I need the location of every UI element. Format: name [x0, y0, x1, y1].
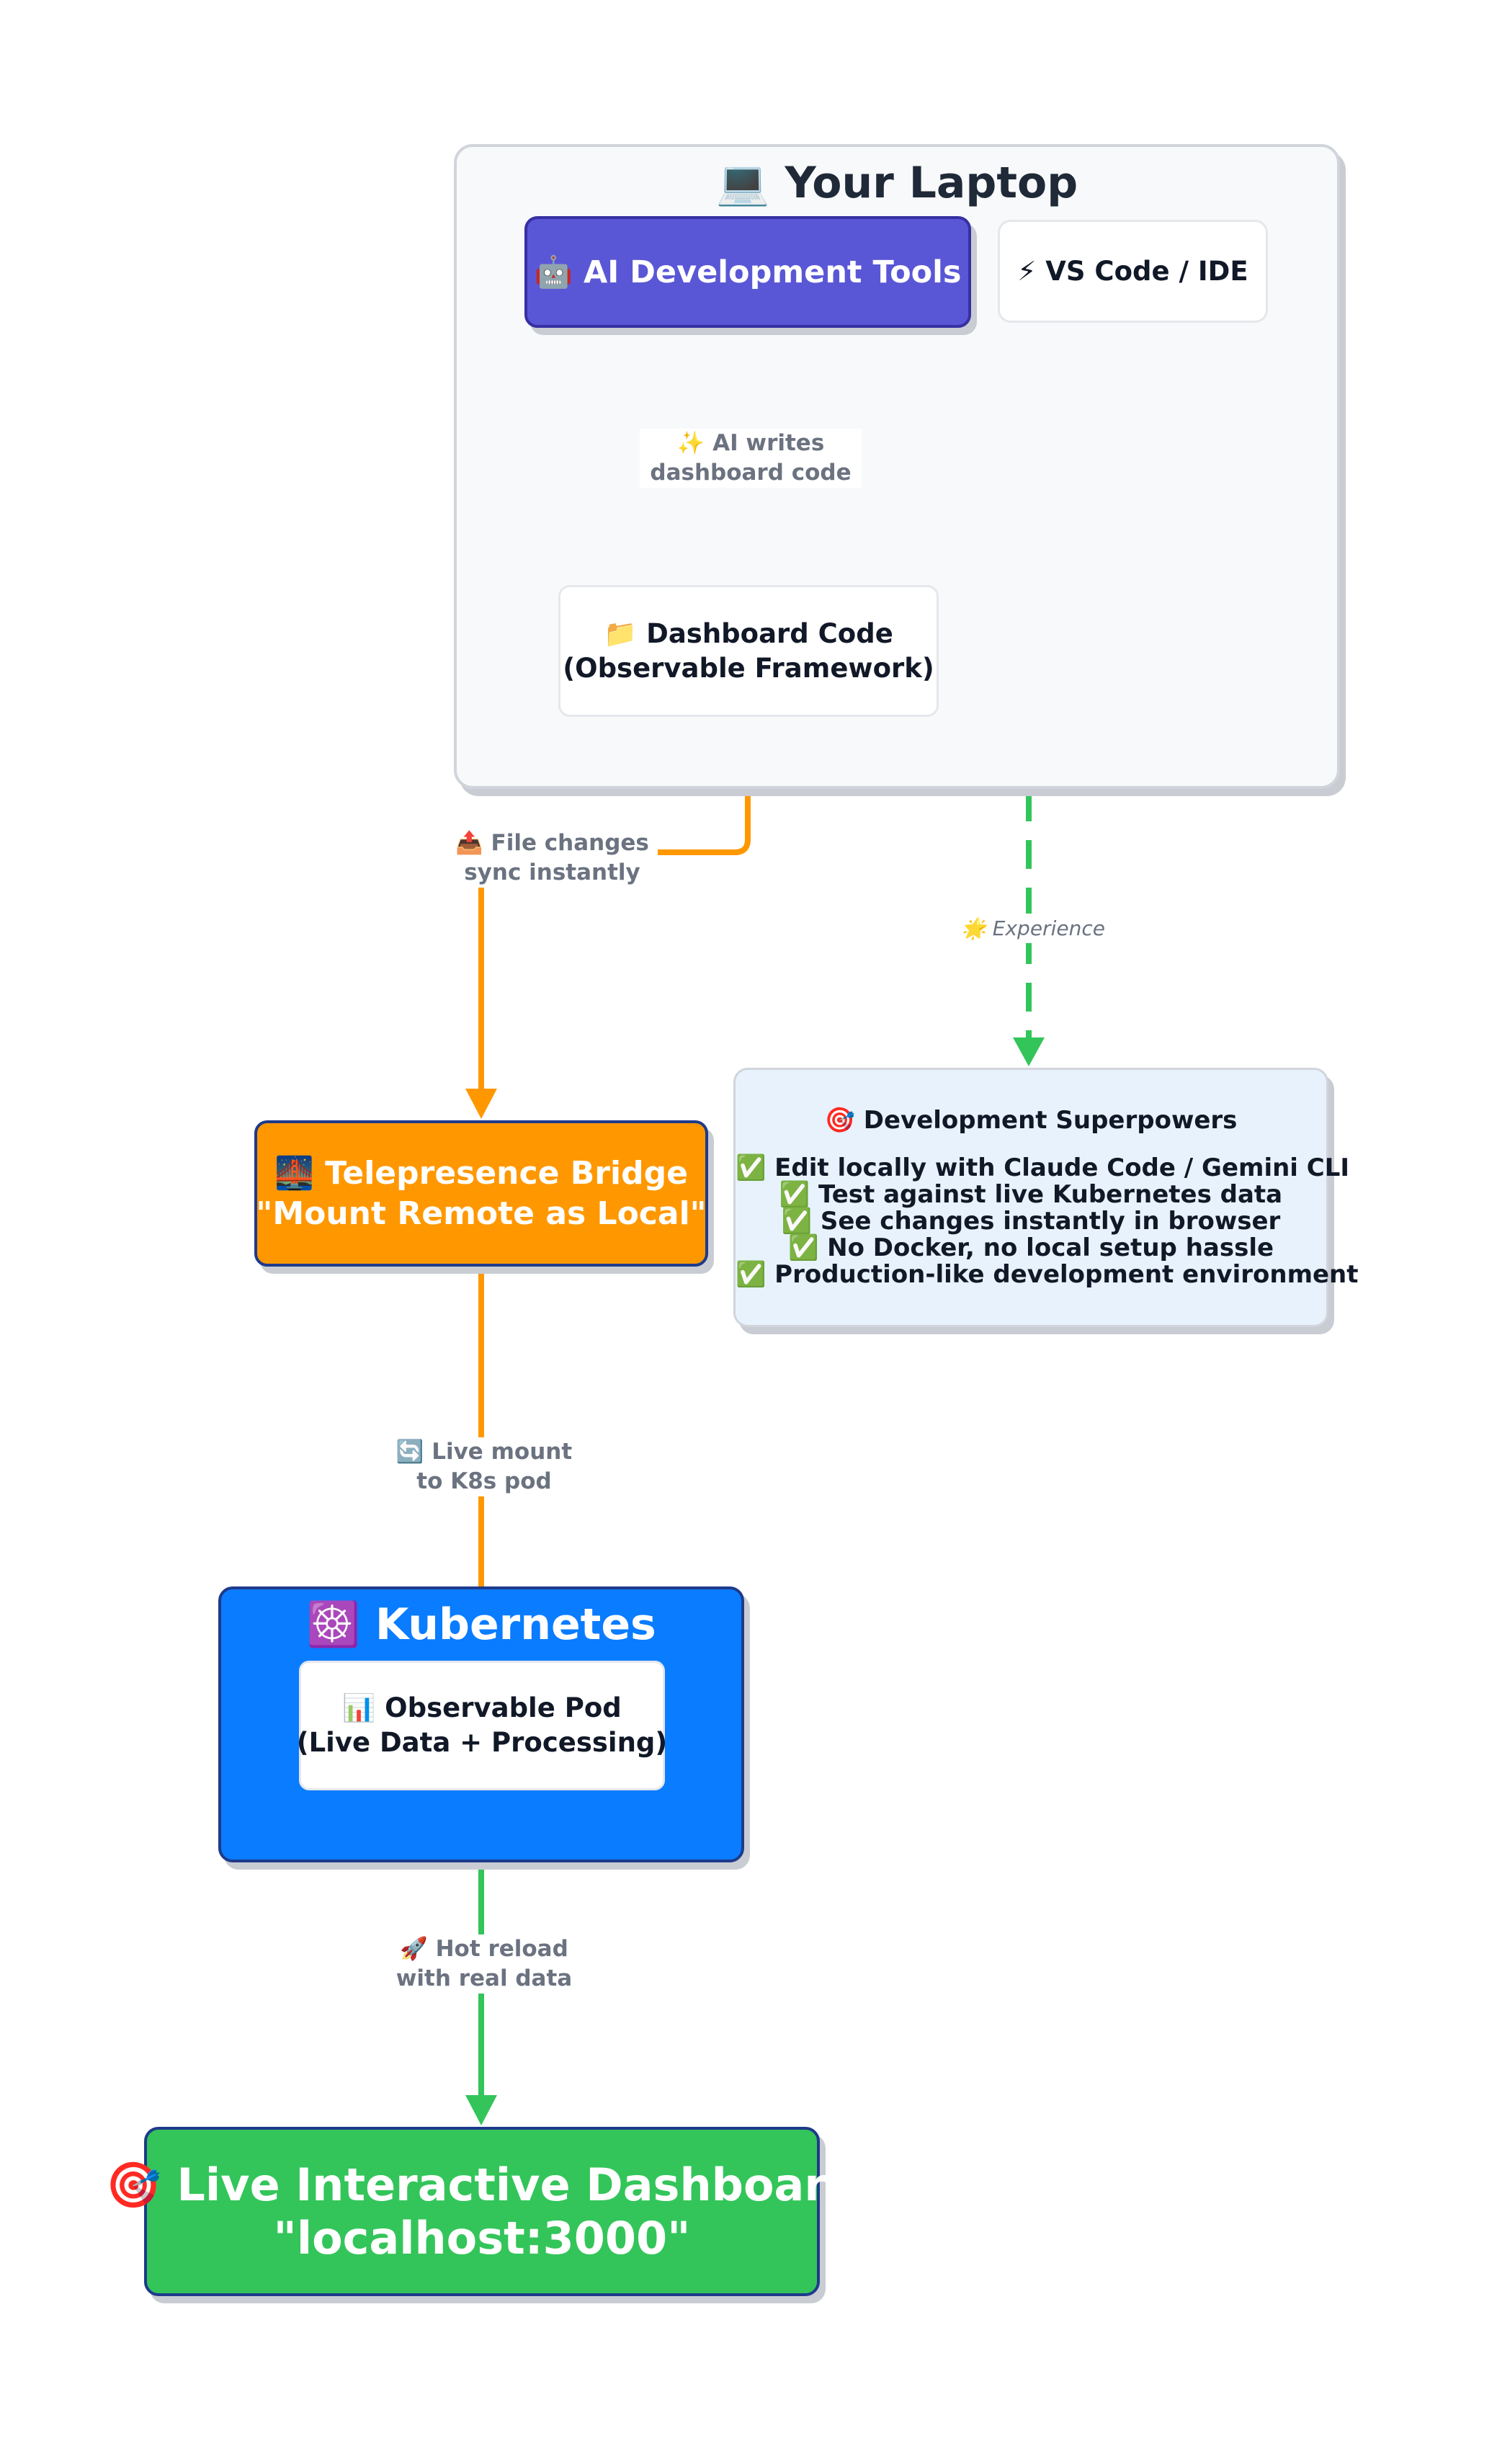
superpowers-title: 🎯 Development Superpowers	[824, 1106, 1238, 1135]
edge-label-live-mount: 🔄 Live mount to K8s pod	[388, 1437, 581, 1496]
telepresence-bridge-node[interactable]: 🌉 Telepresence Bridge "Mount Remote as L…	[254, 1120, 708, 1267]
edge-label-line: 🚀 Hot reload	[400, 1936, 568, 1962]
dashboard-title: 🎯 Live Interactive Dashboard	[105, 2158, 859, 2211]
pod-title: 📊 Observable Pod	[342, 1692, 622, 1723]
ide-label: ⚡ VS Code / IDE	[1017, 256, 1248, 287]
edge-label-line: with real data	[396, 1965, 573, 1991]
dashboard-url: "localhost:3000"	[273, 2211, 691, 2264]
edge-label-experience: 🌟 Experience	[951, 914, 1115, 943]
telepresence-title: 🌉 Telepresence Bridge	[274, 1154, 688, 1192]
superpower-item: ✅ No Docker, no local setup hassle	[787, 1233, 1274, 1262]
superpowers-list: ✅ Edit locally with Claude Code / Gemini…	[736, 1153, 1359, 1289]
dashboard-code-subtitle: (Observable Framework)	[563, 652, 934, 684]
vscode-ide-node[interactable]: ⚡ VS Code / IDE	[998, 220, 1268, 323]
dashboard-code-title: 📁 Dashboard Code	[604, 617, 893, 649]
observable-pod-node[interactable]: 📊 Observable Pod (Live Data + Processing…	[296, 1661, 668, 1790]
edge-label-line: ✨ AI writes	[676, 430, 825, 456]
edge-label-ai-writes: ✨ AI writes dashboard code	[640, 429, 862, 488]
superpower-item: ✅ See changes instantly in browser	[781, 1207, 1281, 1236]
edge-label-file-sync: 📤 File changes sync instantly	[447, 829, 658, 888]
ai-development-tools-node[interactable]: 🤖 AI Development Tools	[524, 216, 971, 328]
superpower-item: ✅ Edit locally with Claude Code / Gemini…	[736, 1153, 1350, 1182]
edge-label-line: 📤 File changes	[455, 830, 649, 856]
ai-tools-label: 🤖 AI Development Tools	[534, 254, 962, 290]
superpower-item: ✅ Test against live Kubernetes data	[779, 1180, 1283, 1209]
dashboard-code-node[interactable]: 📁 Dashboard Code (Observable Framework)	[558, 585, 939, 717]
live-dashboard-node[interactable]: 🎯 Live Interactive Dashboard "localhost:…	[106, 2127, 858, 2296]
edge-label-line: dashboard code	[650, 460, 852, 486]
telepresence-subtitle: "Mount Remote as Local"	[256, 1195, 707, 1232]
edge-label-line: 🔄 Live mount	[396, 1439, 573, 1465]
superpower-item: ✅ Production-like development environmen…	[736, 1260, 1359, 1289]
edge-label-line: 🌟 Experience	[961, 916, 1105, 940]
laptop-title: 💻 Your Laptop	[715, 158, 1078, 208]
edge-label-hot-reload: 🚀 Hot reload with real data	[385, 1934, 583, 1994]
edge-label-line: to K8s pod	[416, 1468, 552, 1494]
pod-subtitle: (Live Data + Processing)	[296, 1727, 668, 1758]
development-superpowers-node[interactable]: 🎯 Development Superpowers ✅ Edit locally…	[733, 1068, 1359, 1327]
edge-label-line: sync instantly	[464, 860, 640, 885]
